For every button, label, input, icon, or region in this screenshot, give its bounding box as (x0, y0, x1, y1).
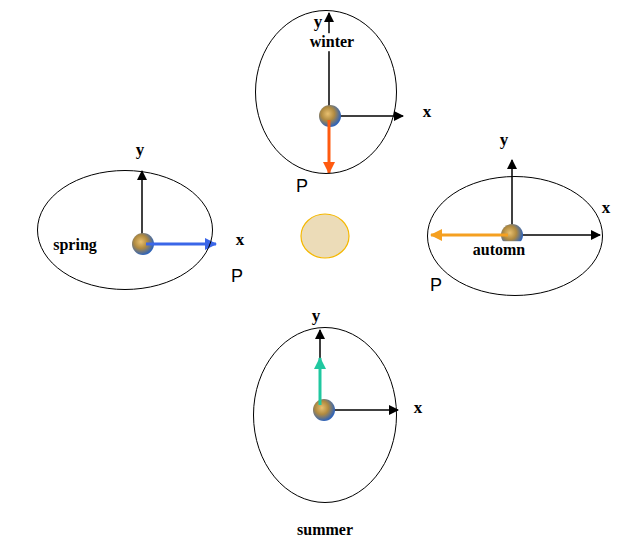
orbit-ellipse: automn (427, 176, 603, 296)
point-label: P (231, 267, 243, 287)
orbit-ellipse: summer (253, 327, 397, 503)
point-label: P (296, 177, 308, 197)
axis-label: x (602, 199, 611, 218)
axis-label: x (423, 103, 432, 122)
ellipse-outline (253, 327, 397, 503)
axis-label: y (312, 307, 321, 326)
axis-label: y (136, 141, 145, 160)
season-label: winter (308, 33, 356, 51)
orbit-ellipse: spring (37, 170, 213, 290)
axis-label: x (414, 399, 423, 418)
season-label: summer (295, 521, 355, 539)
season-label: spring (51, 236, 99, 254)
point-label: P (430, 276, 442, 296)
axis-label: y (314, 13, 323, 32)
axis-label: x (236, 231, 245, 250)
season-label: automn (471, 241, 527, 259)
orbit-ellipse: winter (255, 10, 397, 174)
ellipse-outline (427, 176, 603, 296)
ellipse-outline (37, 170, 213, 290)
axis-label: y (500, 131, 509, 150)
